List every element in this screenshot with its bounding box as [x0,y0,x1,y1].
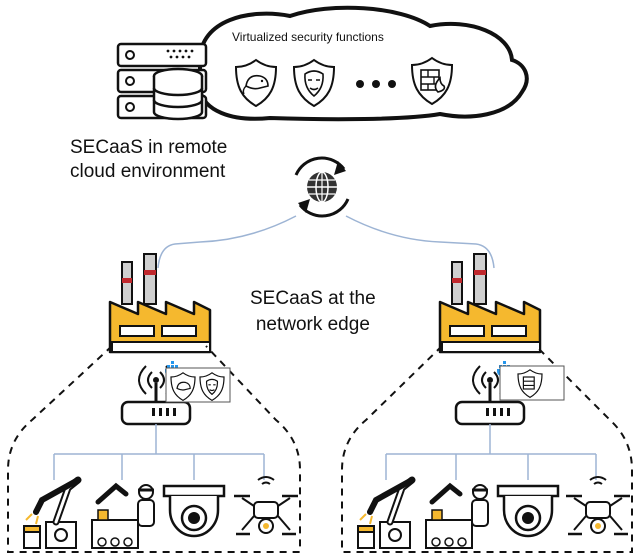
remote-cloud-label: SECaaS in remote cloud environment [70,136,227,184]
edge-boundary-right [341,345,633,553]
globe-sync-icon [291,156,353,218]
connector-line-left [157,215,297,269]
cloud-title: Virtualized security functions [232,30,384,44]
rat-shield-icon [235,59,277,107]
device-bus-left [53,424,265,480]
connector-line-right [345,215,495,269]
ellipsis [356,80,396,88]
drone-icon [232,475,300,536]
rat-shield-icon [170,372,196,401]
anonymous-mask-shield-icon [199,372,225,401]
network-edge-label-line1: SECaaS at the [250,288,376,309]
dome-camera-icon [496,484,560,538]
remote-cloud-label-line1: SECaaS in remote [70,137,228,158]
device-bus-right [385,424,597,480]
assembly-worker-icon [426,485,488,548]
firewall-shield-icon [517,369,543,398]
robot-arm-icon [358,480,412,548]
robot-arm-icon [24,480,78,548]
remote-cloud-label-line2: cloud environment [70,161,226,182]
factory-icon-right [438,252,542,354]
firewall-shield-icon [411,57,453,105]
server-icon [116,42,208,121]
network-edge-label: SECaaS at the network edge [250,286,376,338]
anonymous-mask-shield-icon [293,59,335,107]
assembly-worker-icon [92,485,154,548]
edge-boundary-left [7,345,301,553]
network-edge-label-line2: network edge [255,314,370,335]
dome-camera-icon [162,484,226,538]
drone-icon [564,475,632,536]
factory-icon-left [108,252,212,354]
